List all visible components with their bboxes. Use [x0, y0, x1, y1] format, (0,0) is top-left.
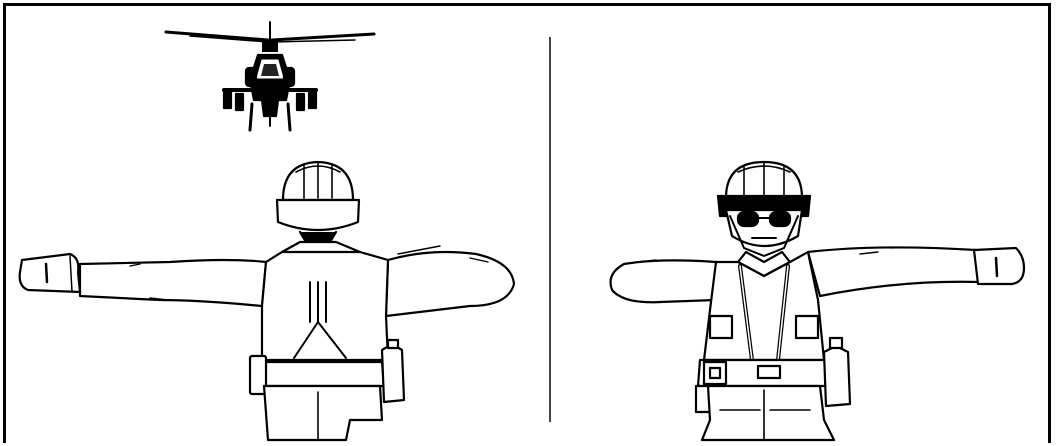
- signalman-front: [611, 162, 1025, 440]
- helicopter-icon: [166, 22, 374, 130]
- signalman-back: [20, 162, 514, 440]
